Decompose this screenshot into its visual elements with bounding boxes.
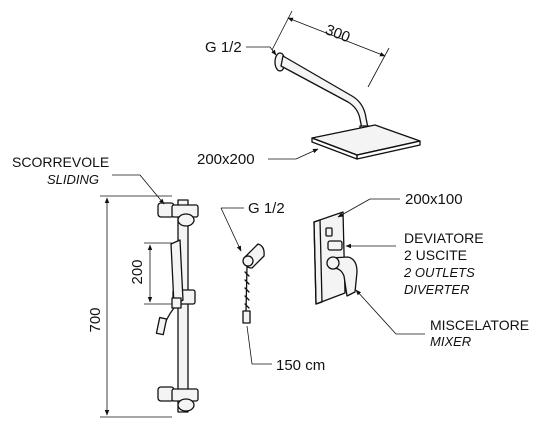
hose-assembly xyxy=(242,243,265,324)
mixer-plate-callout: 200x100 xyxy=(337,191,463,218)
diverter-callout: DEVIATORE 2 USCITE 2 OUTLETS DIVERTER xyxy=(345,230,484,297)
diverter-knob xyxy=(327,240,343,251)
mixer-plate-label: 200x100 xyxy=(405,191,463,208)
handset-length-dimension: 200 xyxy=(129,242,172,305)
sliding-callout: SCORREVOLE SLIDING xyxy=(12,154,165,205)
head-plate xyxy=(311,124,421,156)
head-plate-callout: 200x200 xyxy=(197,148,319,168)
handset-length-label: 200 xyxy=(129,259,146,284)
outlets-label-en: 2 OUTLETS xyxy=(403,265,475,280)
head-connection-label: G 1/2 xyxy=(205,39,242,56)
mixer-callout: MISCELATORE MIXER xyxy=(355,289,529,349)
mixer-label: MISCELATORE xyxy=(430,317,529,333)
hose-length-callout: 150 cm xyxy=(246,325,325,374)
rail-height-dimension: 700 xyxy=(87,195,172,418)
rail-height-label: 700 xyxy=(87,307,104,332)
diverter-label: DEVIATORE xyxy=(404,230,484,246)
mixer-unit xyxy=(313,211,358,305)
shower-arm xyxy=(280,55,369,130)
mixer-label-en: MIXER xyxy=(430,334,471,349)
arm-length-label: 300 xyxy=(323,21,352,46)
diverter-label-en: DIVERTER xyxy=(404,282,470,297)
hose-connection-callout: G 1/2 xyxy=(220,200,285,252)
head-shower xyxy=(274,52,421,160)
slide-rail xyxy=(155,199,199,413)
hose-connection-label: G 1/2 xyxy=(248,200,285,217)
head-connection-callout: G 1/2 xyxy=(205,39,277,56)
outlets-label: 2 USCITE xyxy=(404,247,467,263)
arm-length-dimension: 300 xyxy=(271,10,390,88)
head-plate-label: 200x200 xyxy=(197,151,255,168)
hose-length-label: 150 cm xyxy=(276,357,325,374)
hand-shower xyxy=(170,239,184,306)
sliding-label-en: SLIDING xyxy=(47,172,99,187)
sliding-label: SCORREVOLE xyxy=(12,154,109,170)
